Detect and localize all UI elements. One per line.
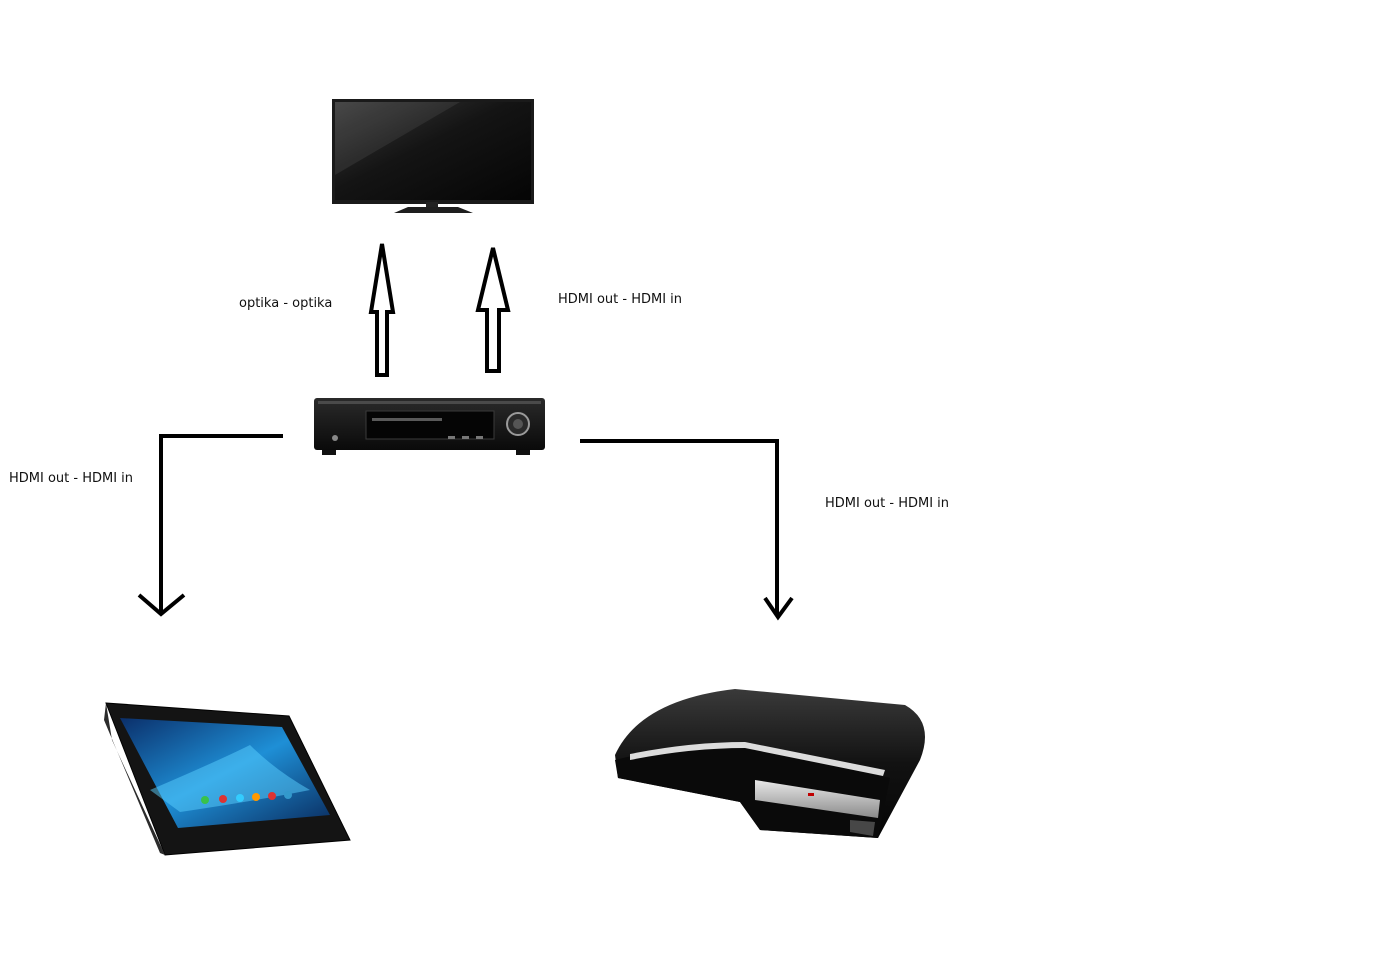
hdmi-line-console xyxy=(580,439,794,621)
game-console-icon xyxy=(615,689,925,838)
hdmi-tablet-connection-label: HDMI out - HDMI in xyxy=(9,471,134,486)
optical-connection-label: optika - optika xyxy=(239,296,333,311)
television-icon xyxy=(332,99,534,213)
hdmi-console-connection-label: HDMI out - HDMI in xyxy=(825,496,950,511)
av-receiver-icon xyxy=(314,398,545,455)
optical-arrow xyxy=(368,243,396,377)
hdmi-arrow-tv xyxy=(475,247,511,373)
hdmi-line-tablet xyxy=(137,434,283,617)
hdmi-tv-connection-label: HDMI out - HDMI in xyxy=(558,292,683,307)
tablet-icon xyxy=(104,702,351,856)
